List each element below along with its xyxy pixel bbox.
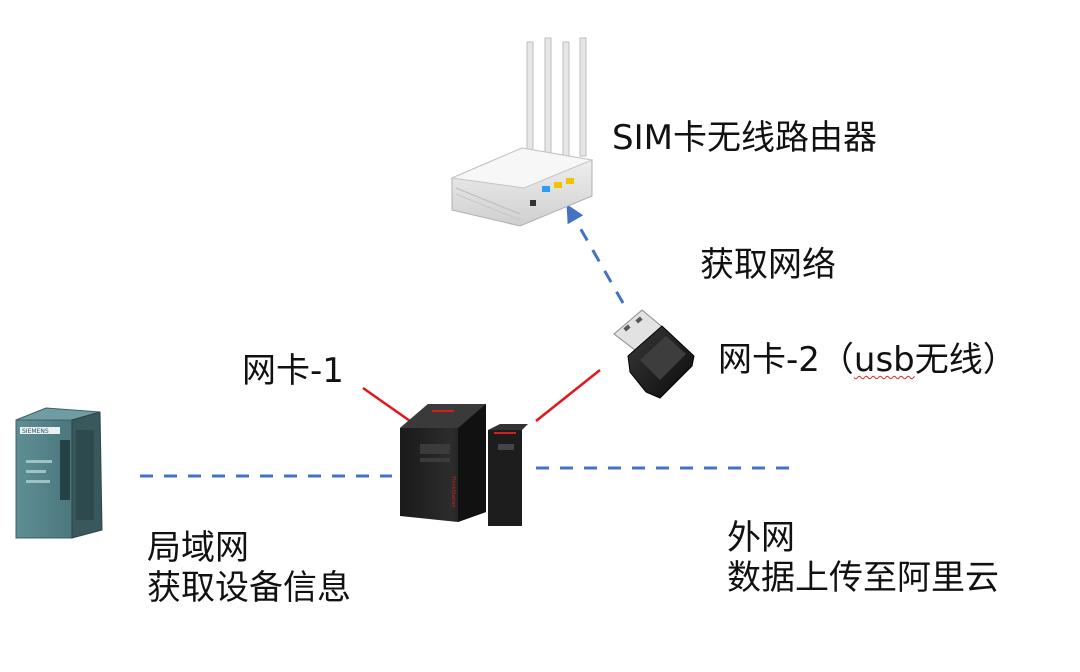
- nic2-label-usb: usb: [853, 340, 915, 380]
- nic1-red-link: [362, 386, 411, 423]
- nic2-red-link: [535, 369, 601, 422]
- nic2-label: 网卡-2（usb无线）: [718, 340, 1017, 380]
- lan-label: 局域网 获取设备信息: [147, 528, 351, 608]
- workstation-brand-text: ThinkStation: [450, 475, 456, 507]
- nic2-label-suffix: 无线）: [914, 340, 1017, 380]
- usb-wifi-adapter-icon: [613, 309, 695, 399]
- plc-brand-text: SIEMENS: [22, 428, 49, 435]
- workstation-pc-icon: ThinkStation: [400, 404, 528, 526]
- lan-label-line1: 局域网: [147, 528, 249, 568]
- nic1-label: 网卡-1: [242, 351, 344, 391]
- acquire-network-label: 获取网络: [700, 245, 836, 285]
- router-label-text: SIM卡无线路由器: [612, 118, 877, 158]
- network-arrow-link: [566, 204, 625, 304]
- lan-label-line2: 获取设备信息: [147, 568, 351, 608]
- wan-label-line2: 数据上传至阿里云: [727, 558, 999, 598]
- nic2-label-prefix: 网卡-2（: [718, 340, 854, 380]
- acquire-network-text: 获取网络: [700, 245, 836, 285]
- wan-label: 外网 数据上传至阿里云: [727, 518, 999, 598]
- router-label: SIM卡无线路由器: [612, 118, 877, 158]
- siemens-plc-icon: SIEMENS: [15, 407, 103, 539]
- wan-label-line1: 外网: [727, 518, 795, 558]
- nic1-label-text: 网卡-1: [242, 351, 344, 391]
- wireless-router-icon: [450, 37, 594, 227]
